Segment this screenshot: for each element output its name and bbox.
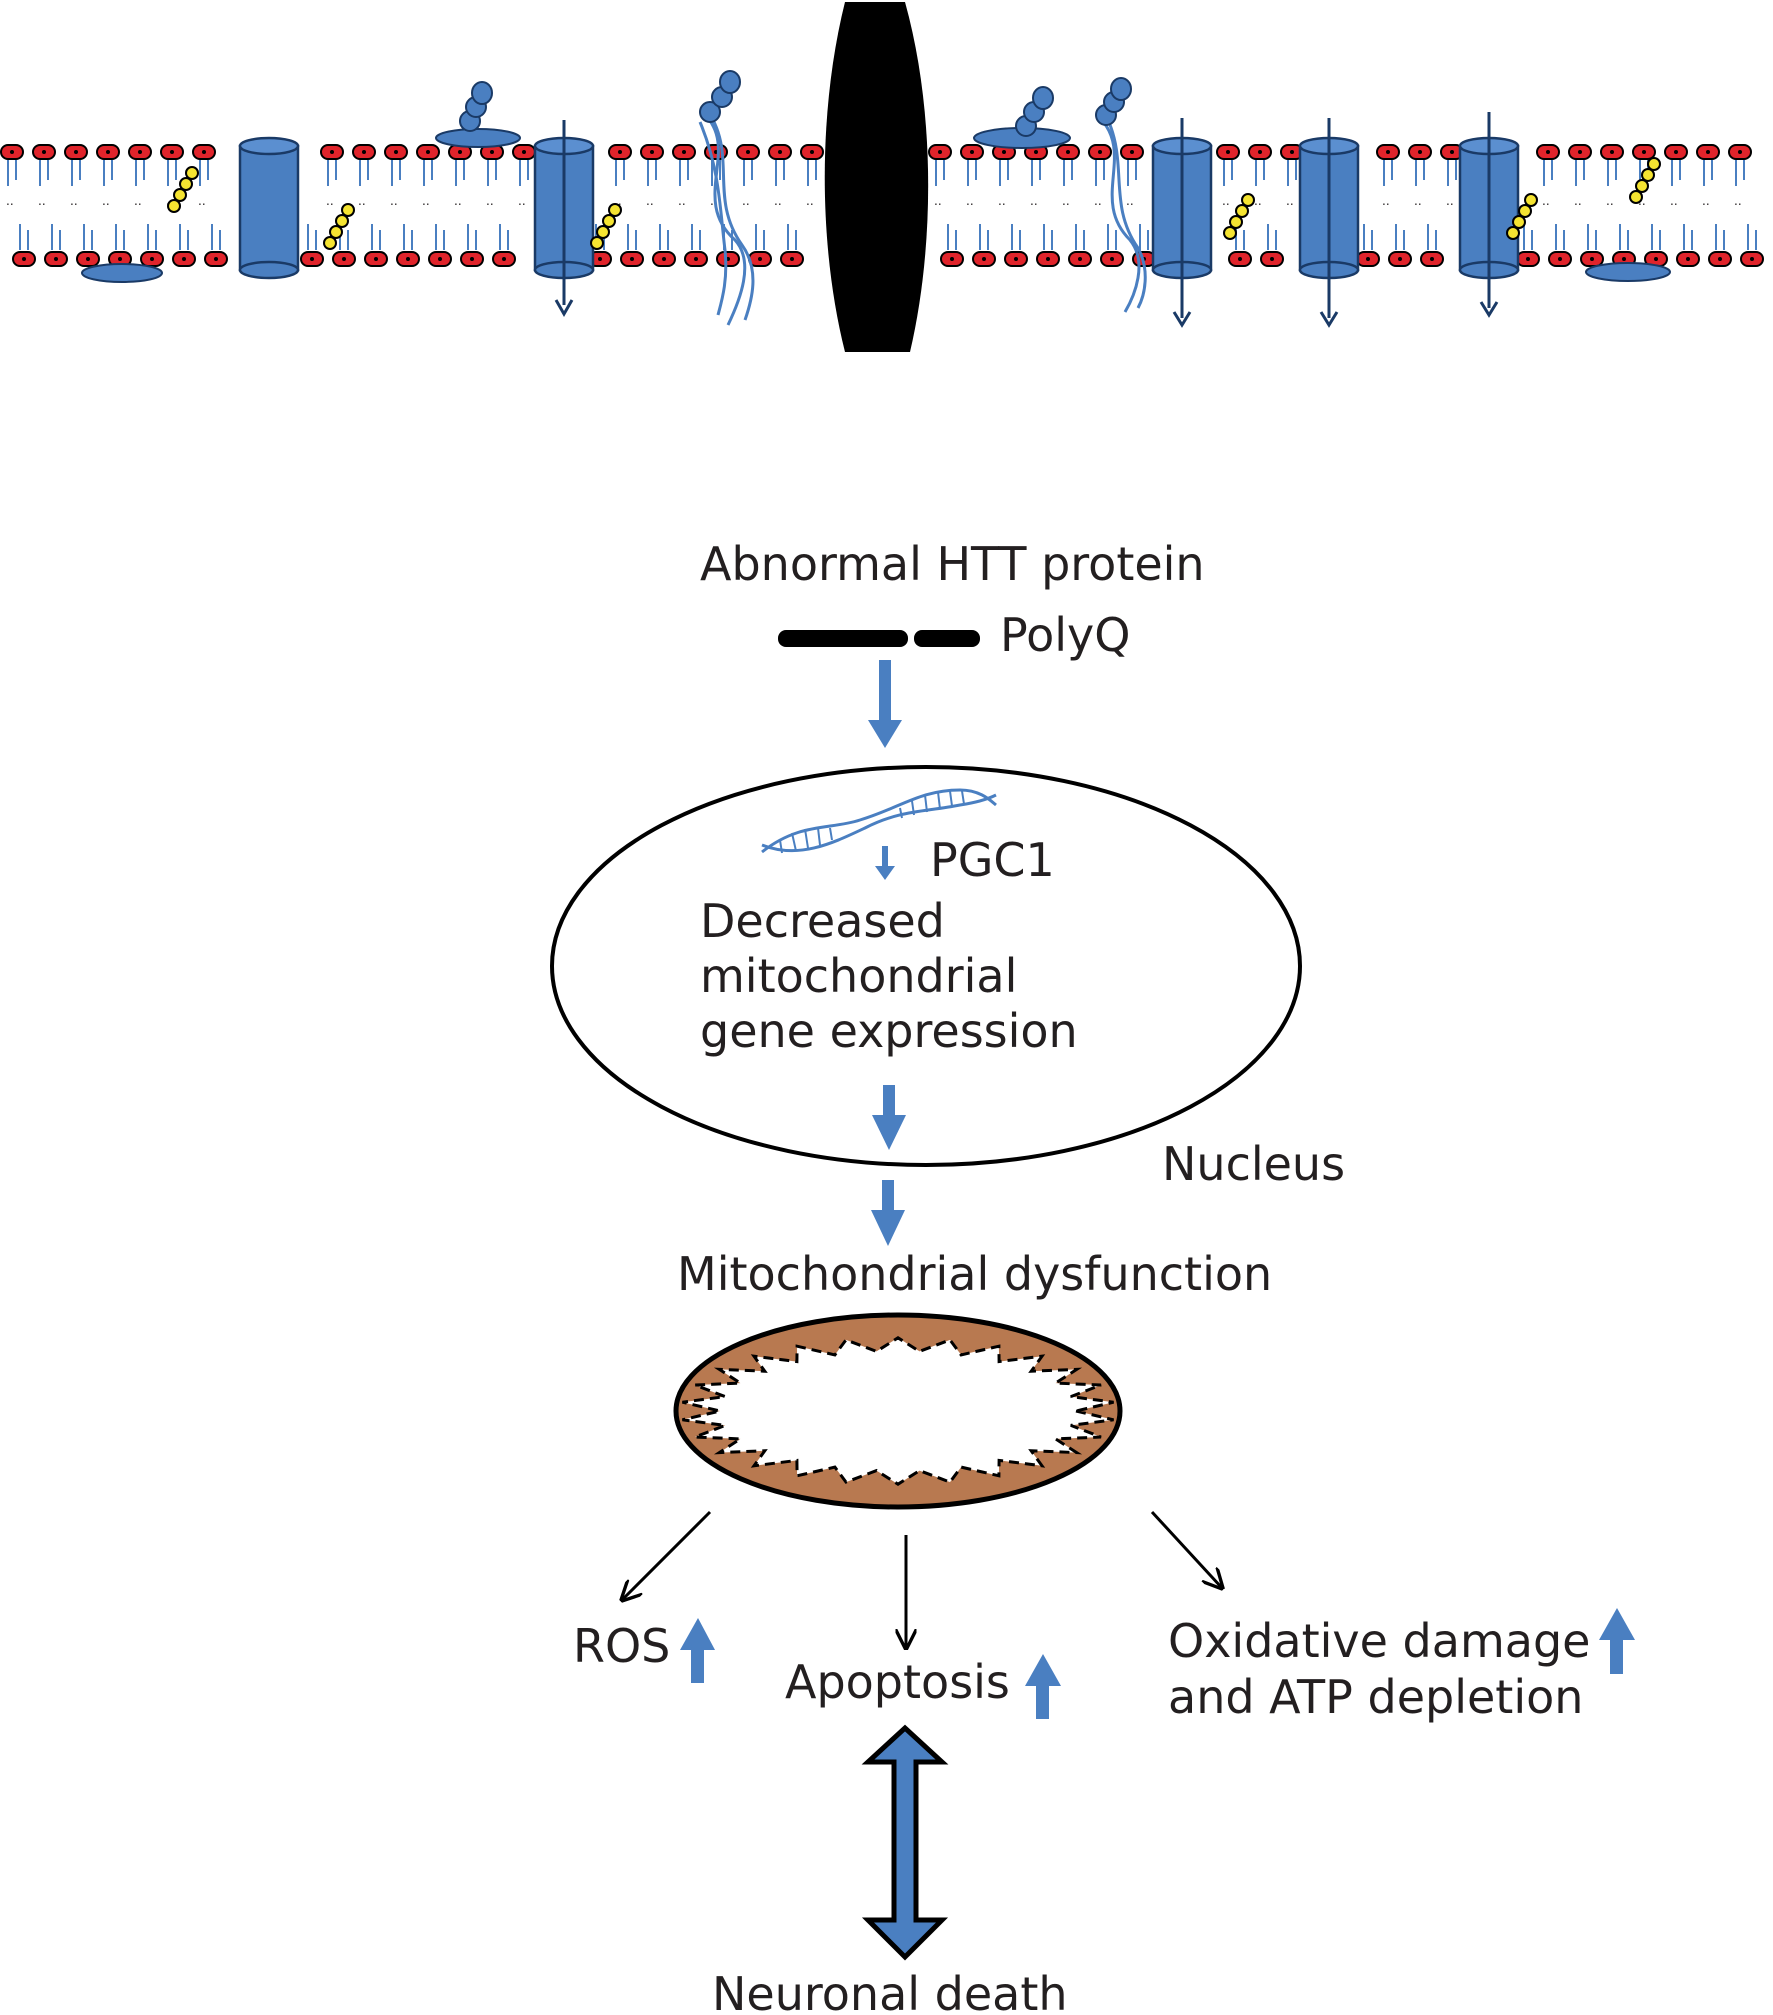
svg-text:..: ..	[1542, 194, 1550, 208]
nucleus-label: Nucleus	[1162, 1137, 1345, 1191]
membrane-proteins	[81, 2, 1671, 352]
svg-text:..: ..	[1382, 194, 1390, 208]
polyq-label: PolyQ	[1000, 608, 1130, 662]
svg-text:..: ..	[1254, 194, 1262, 208]
oxidative-damage-line-2: and ATP depletion	[1168, 1670, 1583, 1724]
channel-protein	[1458, 112, 1520, 318]
svg-text:..: ..	[1030, 194, 1038, 208]
glycoprotein	[973, 86, 1071, 149]
dna-helix-icon	[761, 788, 997, 854]
peripheral-protein	[1585, 262, 1671, 282]
arrow-to-ros	[622, 1510, 712, 1600]
svg-text:..: ..	[358, 194, 366, 208]
svg-text:..: ..	[134, 194, 142, 208]
svg-text:..: ..	[422, 194, 430, 208]
channel-protein	[238, 136, 300, 280]
membrane-pore	[824, 2, 929, 352]
glycoprotein	[435, 81, 521, 148]
svg-text:..: ..	[1670, 194, 1678, 208]
gene-expression-line-3: gene expression	[700, 1004, 1078, 1058]
apoptosis-label: Apoptosis	[785, 1655, 1010, 1709]
svg-text:..: ..	[934, 194, 942, 208]
channel-protein	[533, 120, 595, 318]
lipid-bilayer-membrane: ........................................…	[0, 144, 1764, 267]
svg-text:..: ..	[6, 194, 14, 208]
svg-text:..: ..	[486, 194, 494, 208]
channel-protein	[1151, 118, 1213, 328]
gene-expression-line-2: mitochondrial	[700, 949, 1017, 1003]
svg-text:..: ..	[1638, 194, 1646, 208]
svg-text:..: ..	[614, 194, 622, 208]
svg-text:..: ..	[102, 194, 110, 208]
svg-text:..: ..	[1286, 194, 1294, 208]
svg-text:..: ..	[806, 194, 814, 208]
svg-text:..: ..	[38, 194, 46, 208]
increase-arrow-icon	[1025, 1654, 1061, 1719]
increase-arrow-icon	[680, 1618, 715, 1683]
svg-text:..: ..	[326, 194, 334, 208]
svg-text:..: ..	[1574, 194, 1582, 208]
arrow-to-oxidative-damage	[1150, 1510, 1222, 1588]
svg-text:..: ..	[70, 194, 78, 208]
ros-label: ROS	[573, 1619, 670, 1673]
svg-text:..: ..	[1606, 194, 1614, 208]
svg-text:..: ..	[454, 194, 462, 208]
pgc1-label: PGC1	[930, 833, 1055, 887]
neuronal-death-label: Neuronal death	[712, 1967, 1068, 2015]
increase-arrow-icon	[1599, 1608, 1635, 1674]
mitochondrial-dysfunction-label: Mitochondrial dysfunction	[677, 1247, 1272, 1301]
bidirectional-arrow-icon	[861, 1724, 949, 1961]
svg-text:..: ..	[646, 194, 654, 208]
svg-text:..: ..	[1414, 194, 1422, 208]
svg-text:..: ..	[518, 194, 526, 208]
svg-text:..: ..	[1222, 194, 1230, 208]
htt-protein-label: Abnormal HTT protein	[700, 537, 1205, 591]
svg-text:..: ..	[1062, 194, 1070, 208]
svg-text:..: ..	[198, 194, 206, 208]
cholesterol-molecules	[167, 157, 1661, 250]
svg-text:..: ..	[1702, 194, 1710, 208]
svg-text:..: ..	[998, 194, 1006, 208]
svg-text:..: ..	[1094, 194, 1102, 208]
svg-text:..: ..	[742, 194, 750, 208]
transmembrane-helix-protein	[1095, 77, 1147, 313]
svg-text:..: ..	[1126, 194, 1134, 208]
oxidative-damage-line-1: Oxidative damage	[1168, 1614, 1590, 1668]
svg-text:..: ..	[678, 194, 686, 208]
svg-text:..: ..	[390, 194, 398, 208]
down-arrow-icon	[872, 1085, 906, 1150]
nucleus	[550, 765, 1302, 1167]
gene-expression-line-1: Decreased	[700, 894, 945, 948]
svg-text:..: ..	[966, 194, 974, 208]
down-arrow-icon	[868, 660, 902, 748]
down-arrow-icon	[871, 1180, 905, 1246]
peripheral-protein	[81, 263, 163, 283]
svg-text:..: ..	[1446, 194, 1454, 208]
polyq-bar	[778, 630, 980, 647]
mitochondrion-icon	[673, 1312, 1123, 1510]
svg-text:..: ..	[774, 194, 782, 208]
transmembrane-helix-protein	[698, 70, 755, 326]
channel-protein	[1298, 118, 1360, 328]
svg-text:..: ..	[1734, 194, 1742, 208]
decrease-arrow-icon	[875, 846, 895, 880]
